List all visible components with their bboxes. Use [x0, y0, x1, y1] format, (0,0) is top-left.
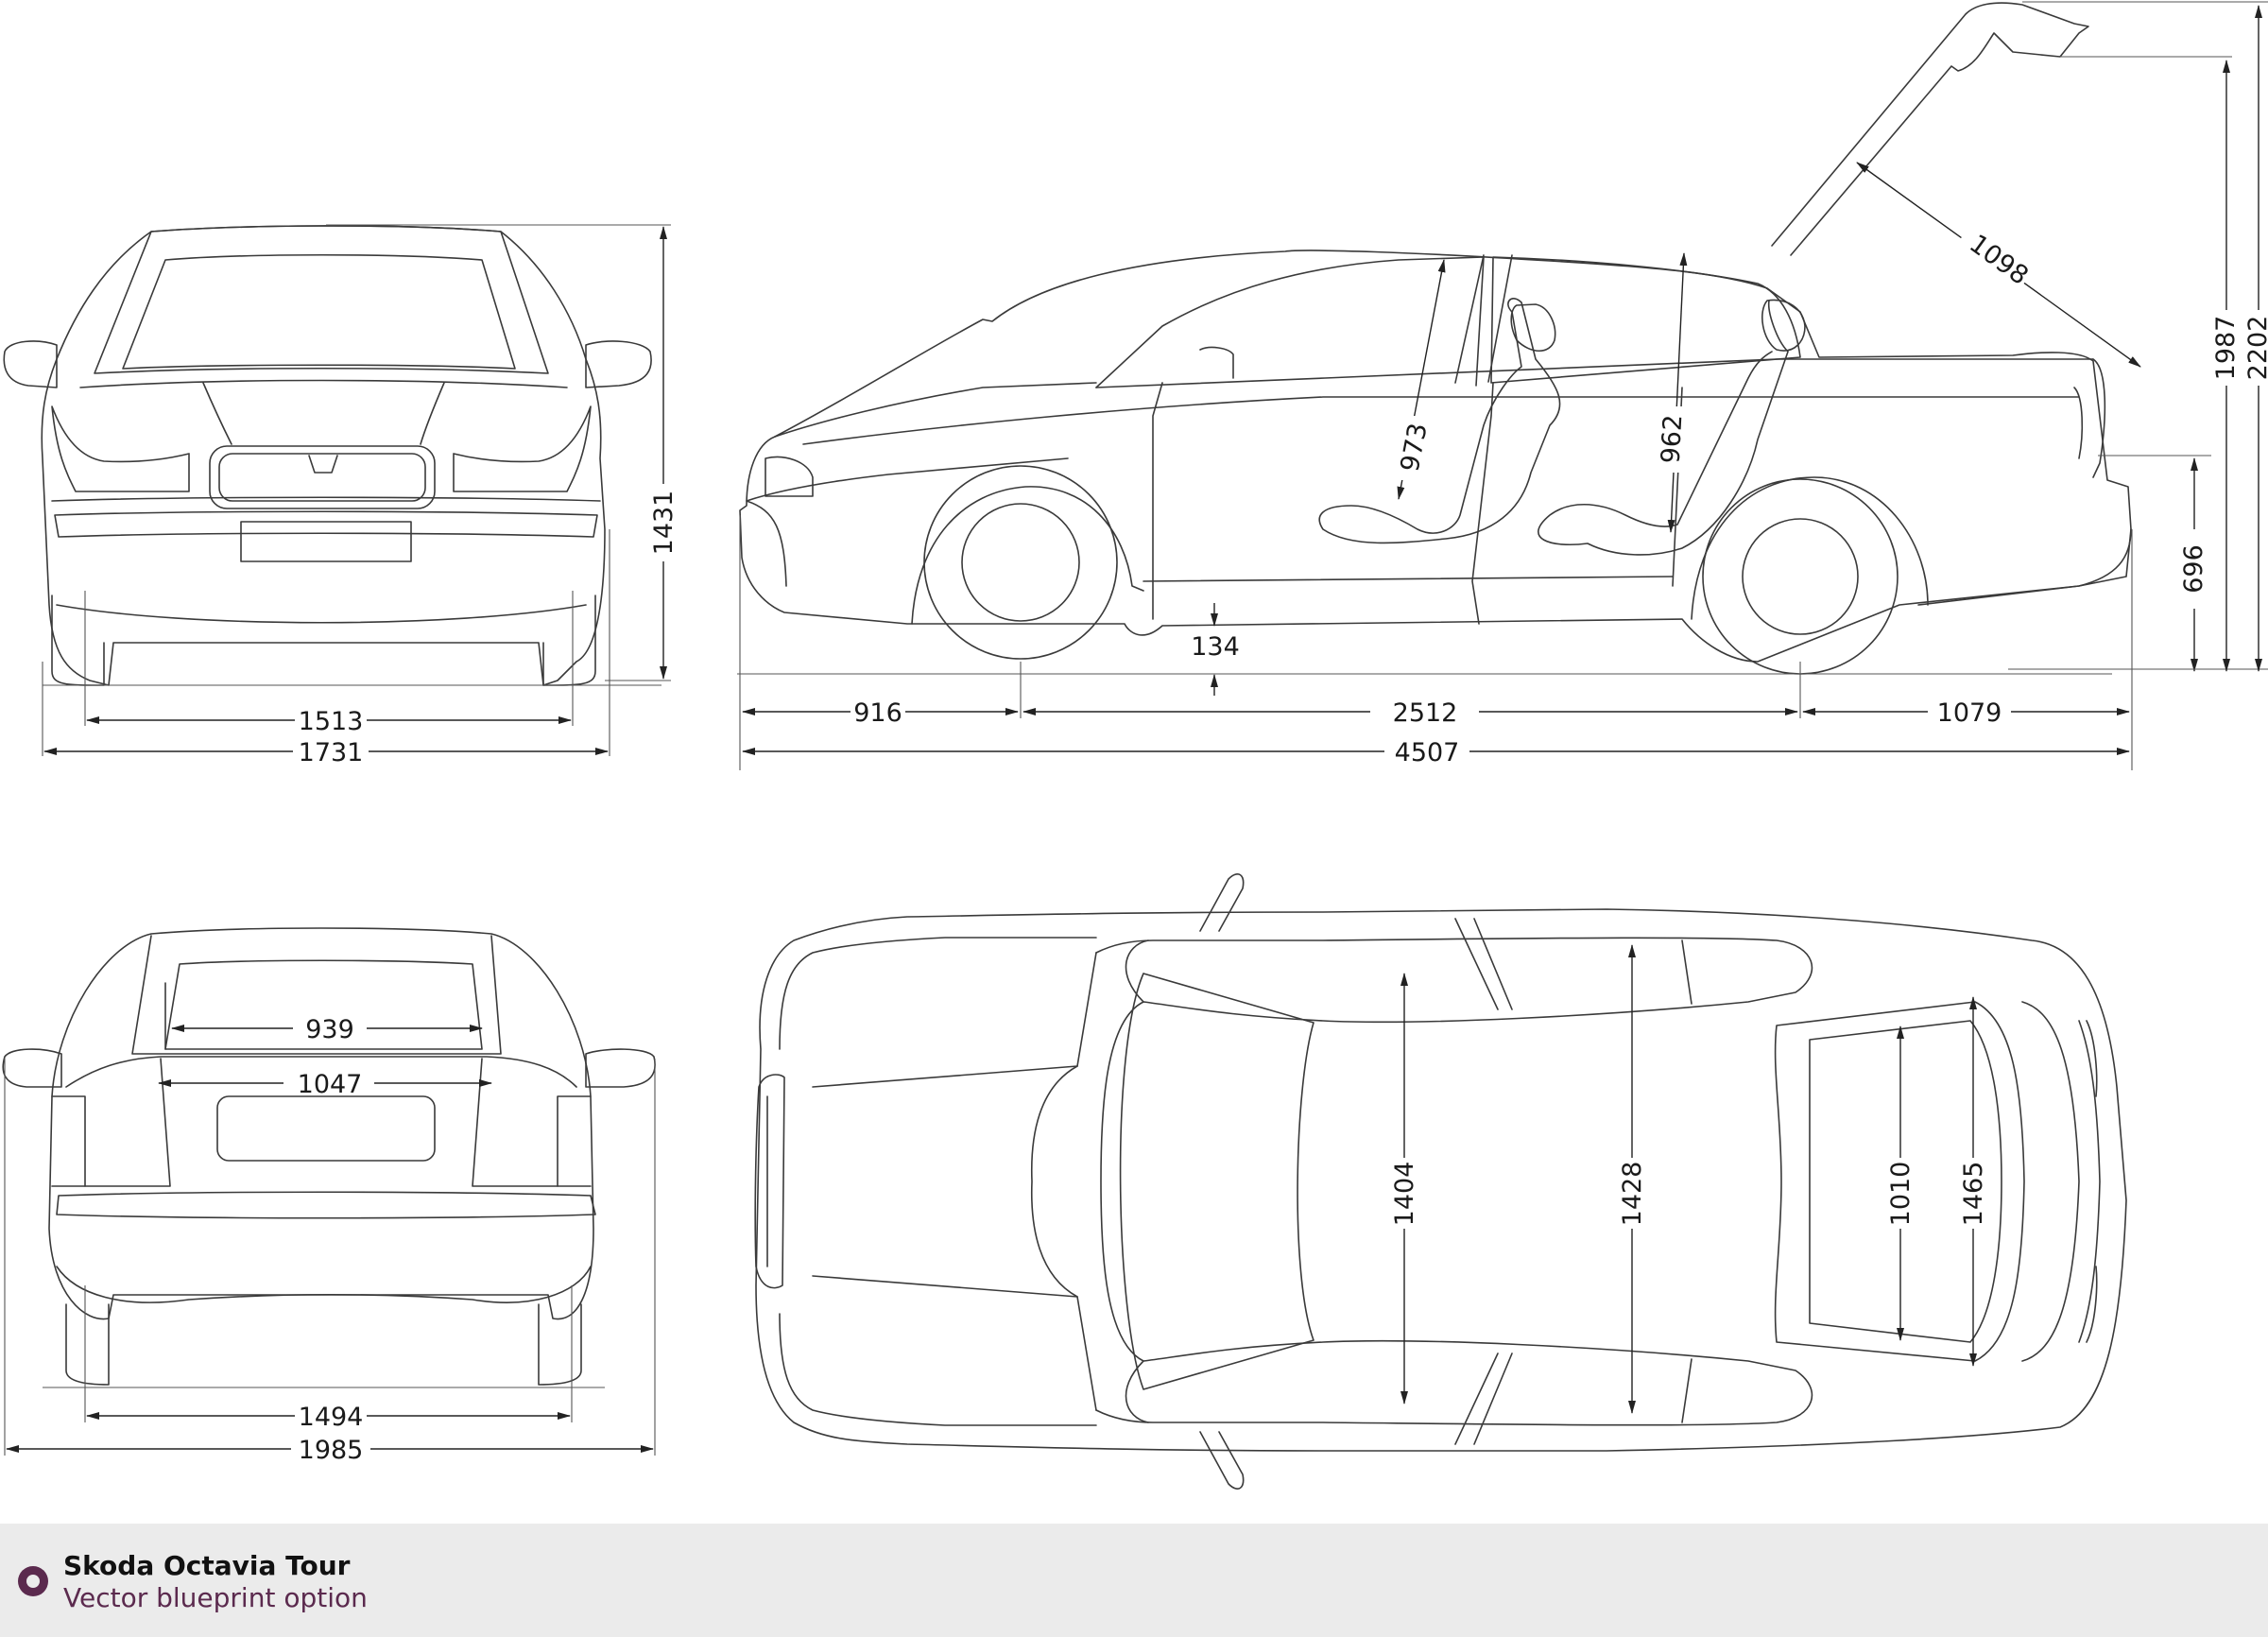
- top-view: 1404 1428 1010 1465: [754, 873, 2127, 1490]
- dim-trunk-width-max: 1465: [1959, 1162, 1988, 1227]
- blueprint-subtitle: Vector blueprint option: [63, 1582, 368, 1613]
- bullet-ring-icon: [18, 1566, 48, 1596]
- dim-rear-track: 1494: [299, 1403, 364, 1432]
- footer-bar: Skoda Octavia Tour Vector blueprint opti…: [0, 1524, 2268, 1637]
- dim-front-overhang: 916: [853, 698, 902, 728]
- dim-rear-overhang: 1079: [1937, 698, 2002, 728]
- dim-front-shoulder: 1404: [1390, 1162, 1419, 1227]
- side-view: 973 962 1098 134 696 1987 2202: [737, 1, 2268, 770]
- dim-front-height: 1431: [649, 491, 679, 556]
- dim-height-open: 1987: [2211, 316, 2241, 381]
- dim-trunk-width-min: 1010: [1886, 1162, 1916, 1227]
- dim-ground-clearance: 134: [1191, 632, 1240, 662]
- dim-wheelbase: 2512: [1393, 698, 1458, 728]
- model-title: Skoda Octavia Tour: [63, 1550, 351, 1581]
- dim-length: 4507: [1395, 738, 1460, 767]
- blueprint-drawing: 1431 1513 1731: [2, 1, 2268, 1490]
- rear-view: 939 1047 1494 1985: [2, 927, 656, 1465]
- front-view: 1431 1513 1731: [3, 224, 682, 767]
- dim-rear-width-mirrors: 1985: [299, 1436, 364, 1465]
- dim-rear-headroom: 962: [1657, 414, 1689, 464]
- dim-front-width: 1731: [299, 738, 364, 767]
- dim-front-track: 1513: [299, 707, 364, 736]
- dim-rear-shoulder: 1428: [1618, 1162, 1647, 1227]
- dim-rear-opening-bottom: 1047: [298, 1070, 363, 1099]
- dim-rear-opening-top: 939: [305, 1015, 354, 1044]
- dim-height-lid-tip: 2202: [2243, 316, 2268, 381]
- dim-load-sill: 696: [2179, 544, 2208, 594]
